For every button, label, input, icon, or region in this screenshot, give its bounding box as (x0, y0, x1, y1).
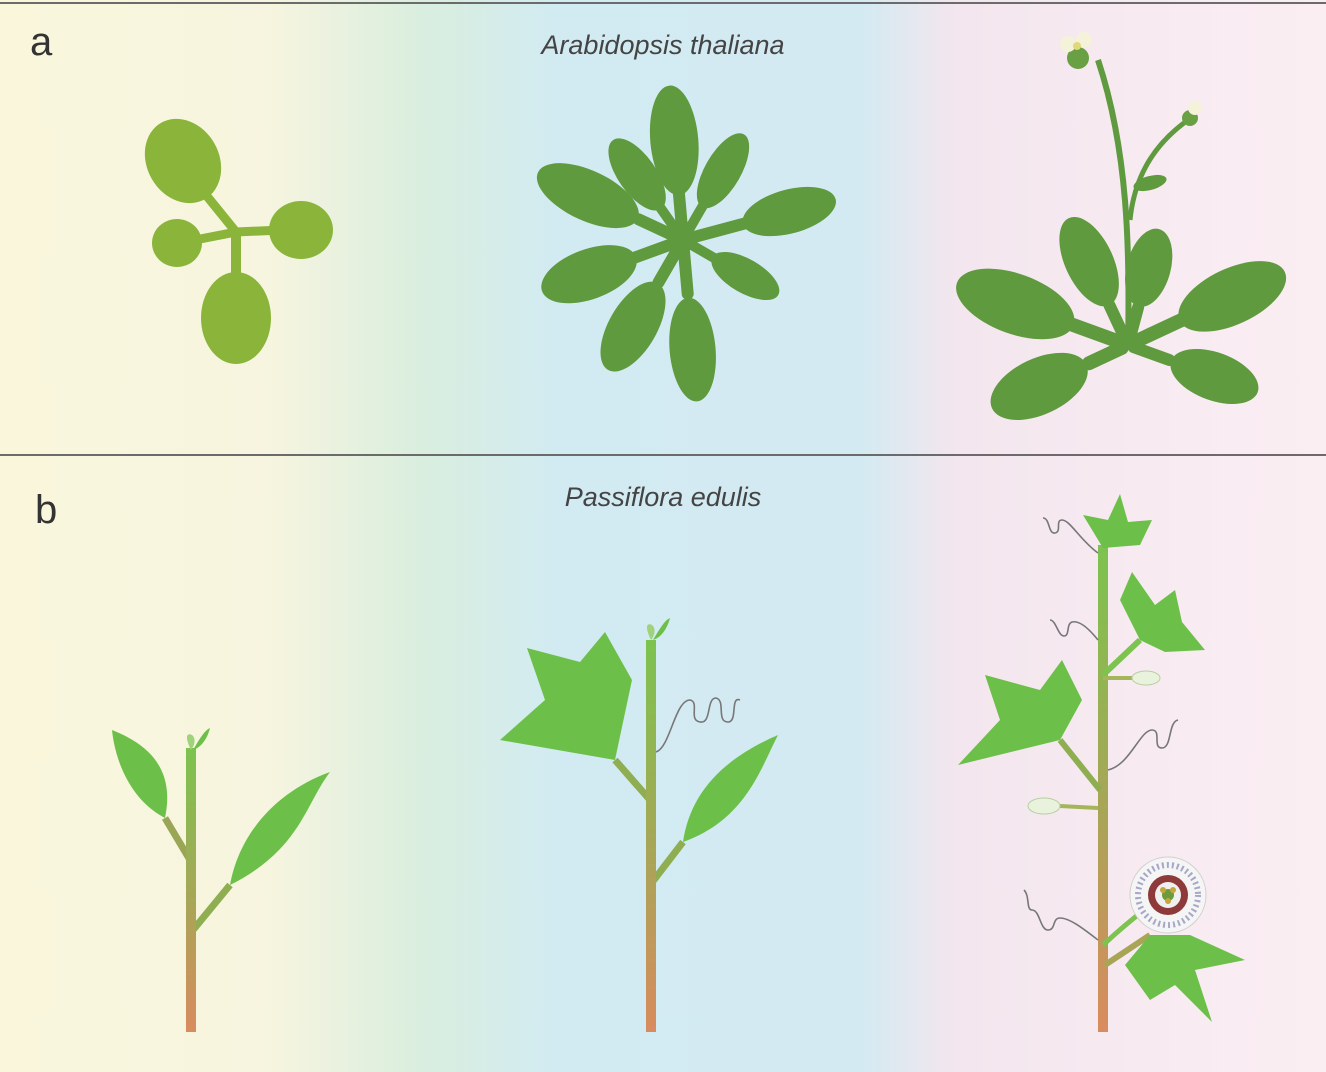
passiflora-seedling (112, 728, 330, 1032)
passiflora-flowering-vine (958, 494, 1245, 1032)
panel-b: b Passiflora edulis (0, 456, 1326, 1072)
passion-flower (1130, 857, 1206, 933)
arabidopsis-rosette (527, 83, 841, 403)
arabidopsis-flowering-plant (947, 32, 1297, 434)
panel-a: a Arabidopsis thaliana (0, 0, 1326, 455)
arabidopsis-seedling (130, 105, 333, 364)
passiflora-illustrations (0, 456, 1326, 1072)
passiflora-young-vine (500, 618, 778, 1032)
arabidopsis-illustrations (0, 0, 1326, 455)
